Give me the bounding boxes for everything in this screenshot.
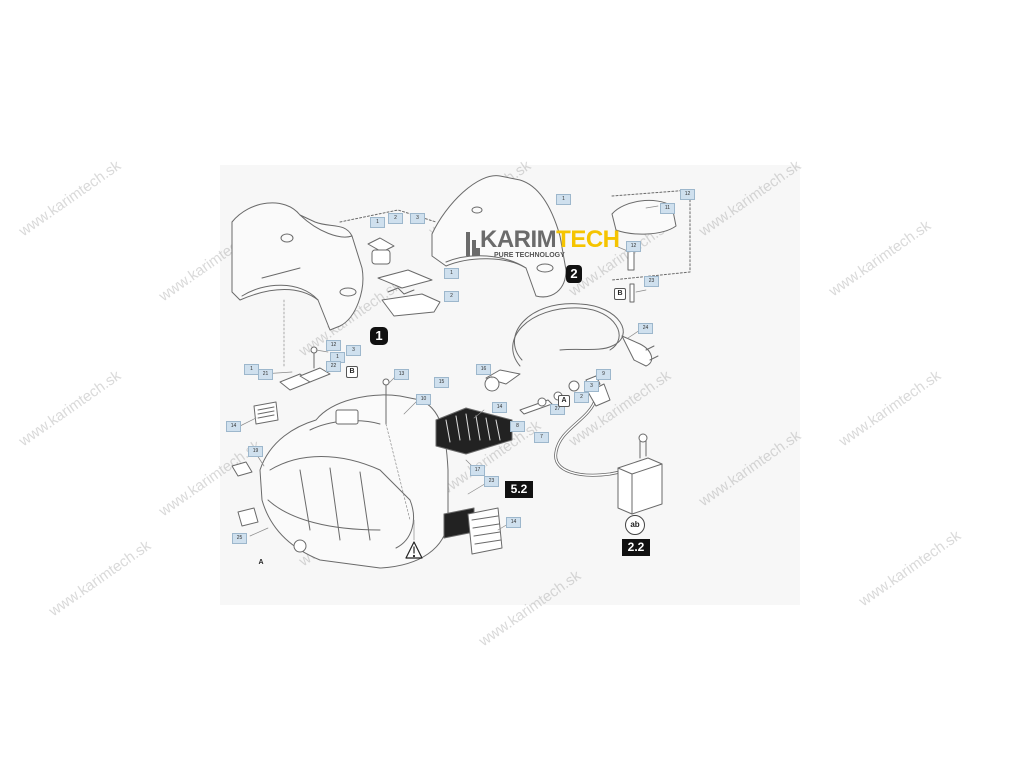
pump-unit: [617, 433, 663, 515]
part-callout: 17: [470, 465, 485, 476]
part-callout: 7: [534, 432, 549, 443]
part-callout: 3: [410, 213, 425, 224]
part-callout: 27: [550, 404, 565, 415]
part-callout: 14: [492, 402, 507, 413]
part-callout: 3: [346, 345, 361, 356]
top-cover-center: [431, 175, 567, 298]
karimtech-logo: KARIMTECH PURE TECHNOLOGY: [466, 226, 626, 266]
part-callout: 19: [248, 446, 263, 457]
assembly-tag-1: 1: [370, 327, 388, 345]
part-callout: 8: [510, 421, 525, 432]
part-callout: 21: [258, 369, 273, 380]
part-callout: 2: [444, 291, 459, 302]
assembly-tag-2: 2: [566, 265, 582, 283]
part-callout: 1: [444, 268, 459, 279]
power-cable: [512, 303, 659, 367]
part-callout: 2: [574, 392, 589, 403]
letter-mark: A: [258, 559, 264, 566]
assembly-tag-2-2: 2.2: [622, 539, 650, 556]
warning-triangle: [405, 541, 423, 559]
part-callout: 12: [326, 340, 341, 351]
part-callout: 23: [644, 276, 659, 287]
logo-name-part2: TECH: [556, 226, 620, 253]
part-callout: 11: [660, 203, 675, 214]
leader-lines: [239, 205, 659, 541]
part-callout: 14: [226, 421, 241, 432]
part-callout: 22: [326, 361, 341, 372]
part-callout: 10: [416, 394, 431, 405]
part-callout: 1: [556, 194, 571, 205]
part-callout: 1: [244, 364, 259, 375]
part-callout: 14: [506, 517, 521, 528]
part-callout: 12: [680, 189, 695, 200]
assembly-tag-5-2: 5.2: [505, 481, 533, 498]
part-callout: 9: [596, 369, 611, 380]
grille-parts: [253, 401, 513, 555]
part-callout: 2: [388, 213, 403, 224]
top-cover-left: [231, 202, 364, 331]
part-callout: 23: [484, 476, 499, 487]
logo-wordmark: KARIMTECH: [480, 226, 620, 254]
part-callout: 24: [638, 323, 653, 334]
part-callout: 25: [232, 533, 247, 544]
part-callout: 16: [476, 364, 491, 375]
part-callout: 1: [370, 217, 385, 228]
part-callout: 12: [626, 241, 641, 252]
logo-mark-icon: [466, 232, 480, 256]
base-housing: [259, 394, 449, 569]
hose: [554, 383, 632, 477]
letter-mark: A: [558, 395, 570, 407]
small-parts-left: [231, 346, 390, 527]
letter-mark: B: [614, 288, 626, 300]
part-callout: 15: [434, 377, 449, 388]
letter-mark: B: [346, 366, 358, 378]
logo-tagline: PURE TECHNOLOGY: [494, 252, 565, 259]
part-callout: 13: [394, 369, 409, 380]
assembly-tag-ab: ab: [625, 515, 645, 535]
logo-name-part1: KARIM: [480, 226, 557, 253]
part-callout: 3: [584, 381, 599, 392]
